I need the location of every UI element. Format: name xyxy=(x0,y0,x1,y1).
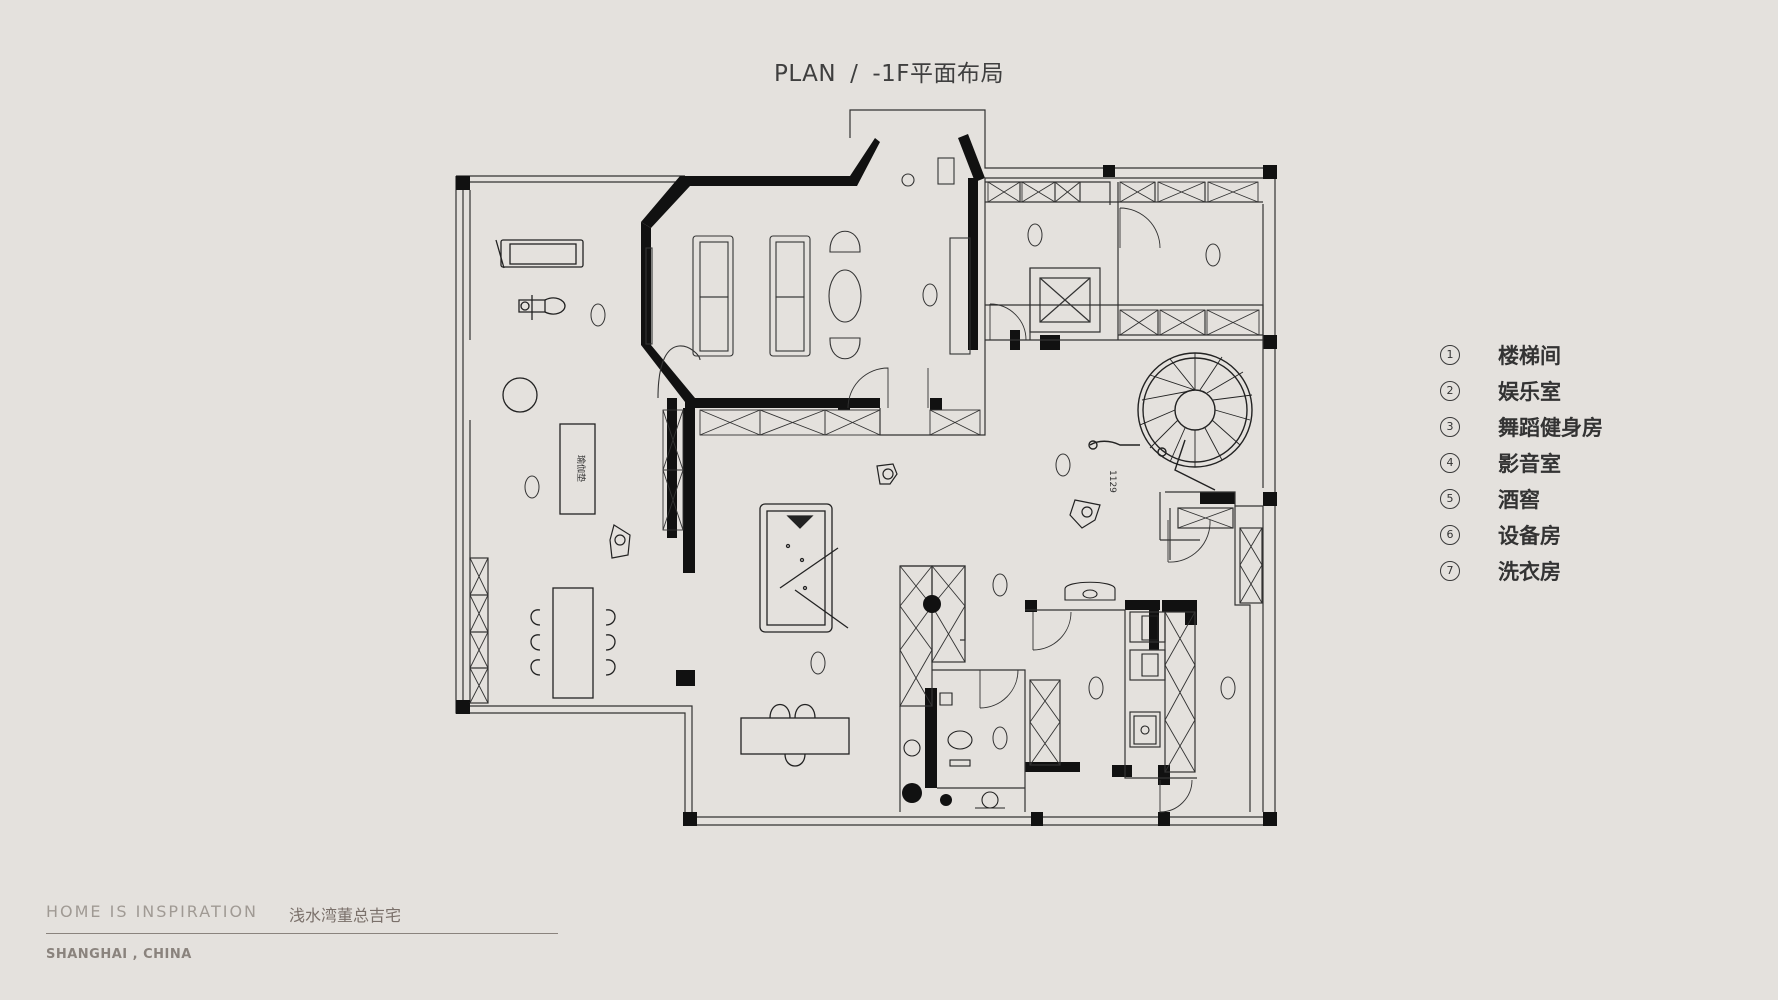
step-label: 1129 xyxy=(1107,470,1117,493)
legend-item: 5 酒窖 xyxy=(1440,482,1680,518)
page-title: PLAN / -1F平面布局 xyxy=(0,54,1778,88)
spiral-stair xyxy=(1088,352,1253,491)
footer-divider xyxy=(46,933,558,934)
legend-item: 2 娱乐室 xyxy=(1440,374,1680,410)
legend-number: 1 xyxy=(1440,345,1460,365)
legend-label: 影音室 xyxy=(1498,452,1561,476)
legend-number: 3 xyxy=(1440,417,1460,437)
legend-label: 洗衣房 xyxy=(1498,560,1561,584)
legend-label: 楼梯间 xyxy=(1498,344,1561,368)
legend-item: 7 洗衣房 xyxy=(1440,554,1680,590)
legend-number: 7 xyxy=(1440,561,1460,581)
footer-slogan: HOME IS INSPIRATION xyxy=(46,902,259,921)
room-legend: 1 楼梯间 2 娱乐室 3 舞蹈健身房 4 影音室 5 酒窖 6 设备房 7 洗… xyxy=(1440,338,1680,590)
legend-number: 5 xyxy=(1440,489,1460,509)
legend-label: 设备房 xyxy=(1498,524,1561,548)
legend-number: 4 xyxy=(1440,453,1460,473)
yoga-mat-label: 瑜伽垫 xyxy=(575,455,587,482)
footer-city: SHANGHAI , CHINA xyxy=(46,947,192,962)
legend-number: 2 xyxy=(1440,381,1460,401)
title-plan: PLAN xyxy=(773,61,837,87)
legend-label: 娱乐室 xyxy=(1498,380,1561,404)
legend-item: 3 舞蹈健身房 xyxy=(1440,410,1680,446)
legend-item: 1 楼梯间 xyxy=(1440,338,1680,374)
legend-item: 6 设备房 xyxy=(1440,518,1680,554)
legend-number: 6 xyxy=(1440,525,1460,545)
legend-item: 4 影音室 xyxy=(1440,446,1680,482)
title-separator: / xyxy=(850,61,859,87)
legend-label: 舞蹈健身房 xyxy=(1498,416,1603,440)
legend-label: 酒窖 xyxy=(1498,488,1540,512)
footer-project-name: 浅水湾董总吉宅 xyxy=(289,906,402,925)
title-floor: -1F平面布局 xyxy=(872,61,1005,87)
